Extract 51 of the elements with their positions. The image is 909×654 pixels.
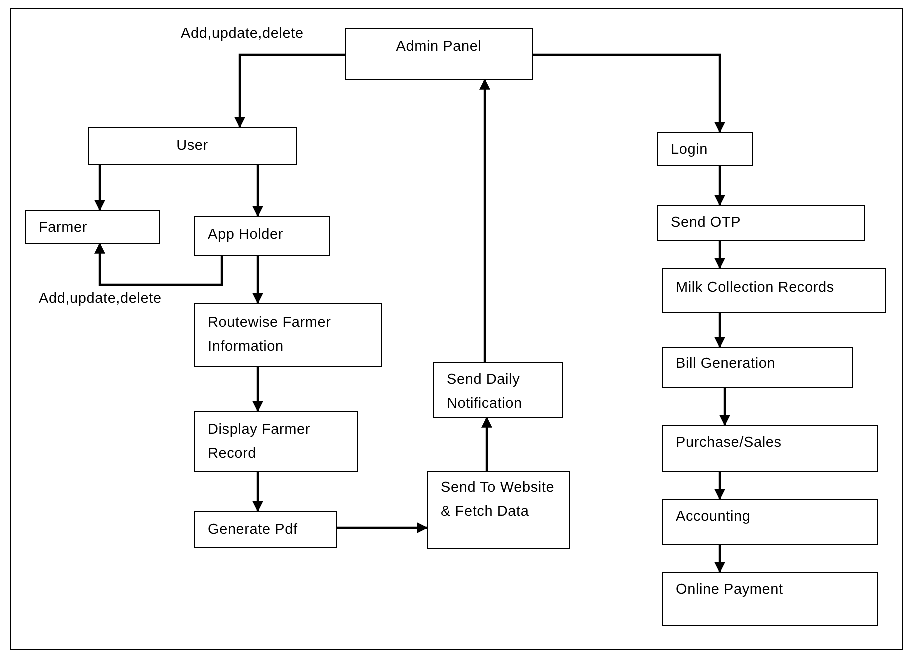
- process-box: [427, 471, 570, 549]
- process-box: [662, 268, 886, 313]
- arrow: [714, 166, 726, 206]
- arrow: [714, 545, 726, 574]
- process-box: [662, 347, 853, 388]
- box-label: Login: [671, 142, 708, 158]
- arrow: [252, 165, 264, 218]
- edge-label: Add,update,delete: [180, 26, 305, 42]
- process-box: [662, 499, 878, 545]
- box-label: Send Daily Notification: [447, 372, 522, 412]
- process-box: [433, 362, 563, 418]
- box-label: Accounting: [676, 509, 751, 525]
- process-box: [657, 132, 753, 166]
- process-box: [25, 210, 160, 244]
- process-box: [662, 425, 878, 472]
- process-box: [657, 205, 865, 241]
- box-label: Display Farmer Record: [208, 422, 310, 462]
- process-box: [194, 216, 330, 256]
- box-label: Generate Pdf: [208, 522, 298, 538]
- arrow: [482, 416, 492, 471]
- arrow: [234, 54, 345, 128]
- box-label: Routewise Farmer Information: [208, 315, 332, 355]
- arrow: [533, 54, 726, 134]
- arrow: [480, 78, 490, 362]
- box-label: Bill Generation: [676, 356, 776, 372]
- box-label: Milk Collection Records: [676, 280, 834, 296]
- arrow: [252, 256, 264, 304]
- process-box: [194, 411, 358, 472]
- arrow: [252, 472, 264, 512]
- arrow: [720, 388, 730, 426]
- box-label: User: [176, 138, 208, 154]
- process-box: [345, 28, 533, 80]
- arrow: [252, 367, 264, 412]
- arrow: [714, 313, 726, 348]
- box-label: Online Payment: [676, 582, 784, 598]
- arrow: [714, 241, 726, 270]
- process-box: [88, 127, 297, 165]
- process-box: [194, 303, 382, 367]
- box-label: Send OTP: [671, 215, 742, 231]
- edge-label: Add,update,delete: [38, 291, 163, 307]
- box-label: App Holder: [208, 227, 284, 243]
- arrow: [337, 522, 428, 534]
- box-label: Send To Website & Fetch Data: [441, 480, 555, 520]
- box-label: Purchase/Sales: [676, 435, 782, 451]
- arrow: [94, 242, 224, 286]
- arrow: [94, 165, 106, 212]
- box-label: Admin Panel: [396, 39, 482, 55]
- process-box: [662, 572, 878, 626]
- box-label: Farmer: [39, 220, 88, 236]
- arrow: [714, 472, 726, 500]
- process-box: [194, 511, 337, 548]
